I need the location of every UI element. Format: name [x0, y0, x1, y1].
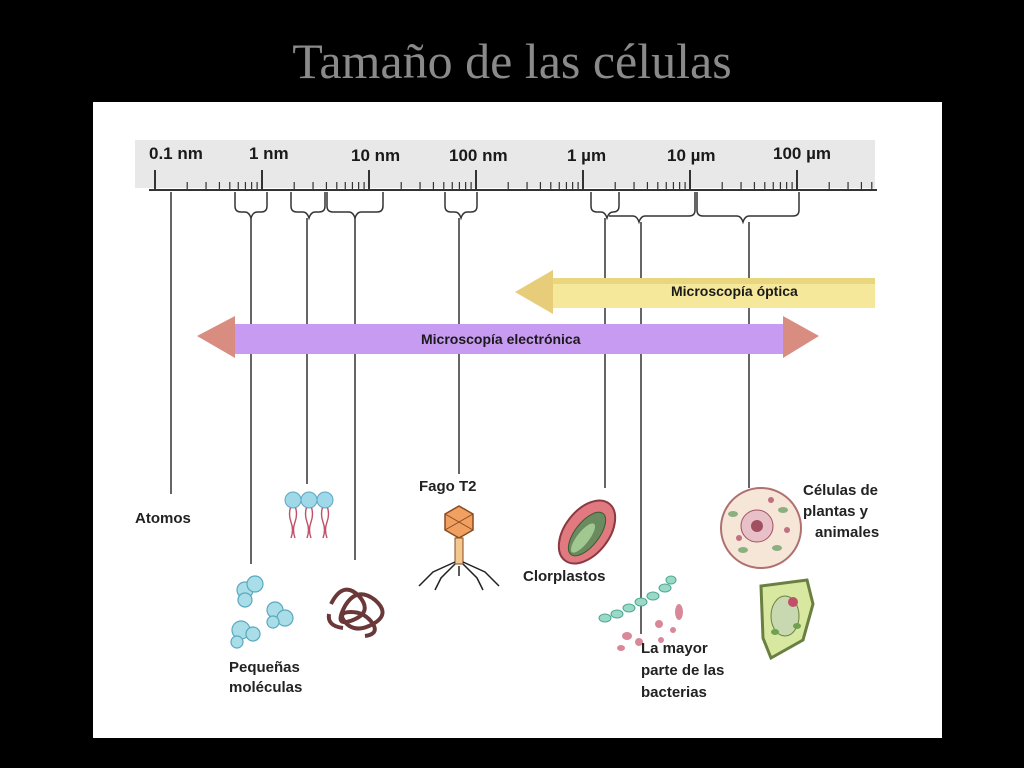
- optical-range-label: Microscopía óptica: [671, 283, 798, 299]
- scale-label: 1 µm: [567, 146, 607, 165]
- diagram-graphics: [135, 140, 877, 661]
- cells-label-line2: plantas y: [803, 503, 869, 520]
- cells-label-line1: Células de: [803, 482, 879, 499]
- scale-label: 100 µm: [773, 144, 831, 163]
- cells-label-line3: animales: [815, 524, 880, 541]
- lipid-bilayer-icon: [284, 491, 334, 539]
- atoms-label: Atomos: [135, 510, 191, 527]
- scale-band: [135, 140, 875, 188]
- phage-t2-label: Fago T2: [419, 478, 477, 495]
- animal-cell-icon: [720, 487, 802, 569]
- protein-icon: [326, 587, 385, 638]
- leader-lines: [170, 192, 750, 634]
- chloroplast-icon: [557, 499, 617, 565]
- bacteria-label-line1: La mayor: [641, 640, 708, 657]
- diagram-panel: 0.1 nm 1 nm 10 nm 100 nm 1 µm 10 µm 100 …: [93, 102, 942, 738]
- optical-range-arrow: [515, 270, 875, 314]
- chloroplast-label: Clorplastos: [523, 568, 606, 585]
- electronic-range-arrow: [197, 316, 819, 358]
- scale-label: 10 nm: [351, 146, 401, 165]
- scale-ticks: [154, 170, 873, 190]
- bacteria-label-line3: bacterias: [641, 684, 707, 701]
- phage-t2-icon: [418, 505, 500, 591]
- scale-brackets: [234, 192, 800, 225]
- small-molecules-label-line1: Pequeñas: [229, 659, 300, 676]
- scale-label: 1 nm: [249, 144, 289, 163]
- scale-label: 10 µm: [667, 146, 716, 165]
- slide-title: Tamaño de las células: [292, 33, 732, 89]
- electronic-range-label: Microscopía electrónica: [421, 331, 581, 347]
- plant-cell-icon: [759, 578, 815, 661]
- bacteria-icon: [598, 575, 683, 651]
- bacteria-label-line2: parte de las: [641, 662, 725, 679]
- small-molecules-label-line2: moléculas: [229, 679, 303, 696]
- scale-label: 0.1 nm: [149, 144, 203, 163]
- scale-label: 100 nm: [449, 146, 508, 165]
- small-molecules-icon: [230, 575, 294, 649]
